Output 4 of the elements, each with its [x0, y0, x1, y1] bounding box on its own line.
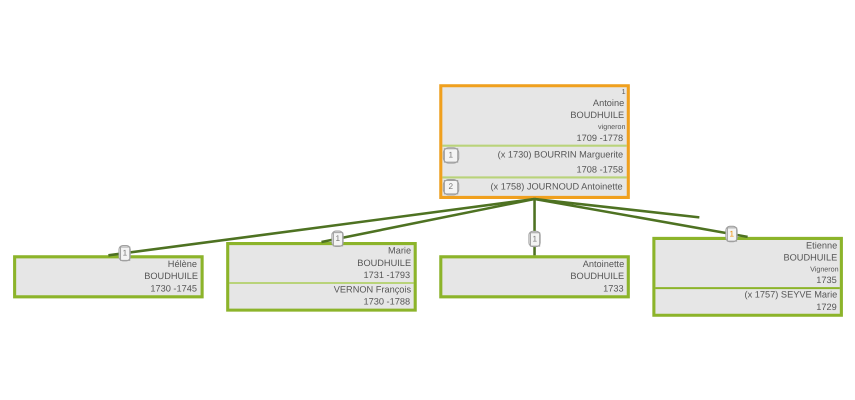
edge-label: 1 [334, 234, 340, 243]
edge-label: 1 [532, 234, 537, 243]
edge-label: 1 [122, 248, 127, 258]
edge-label: 1 [728, 228, 734, 238]
